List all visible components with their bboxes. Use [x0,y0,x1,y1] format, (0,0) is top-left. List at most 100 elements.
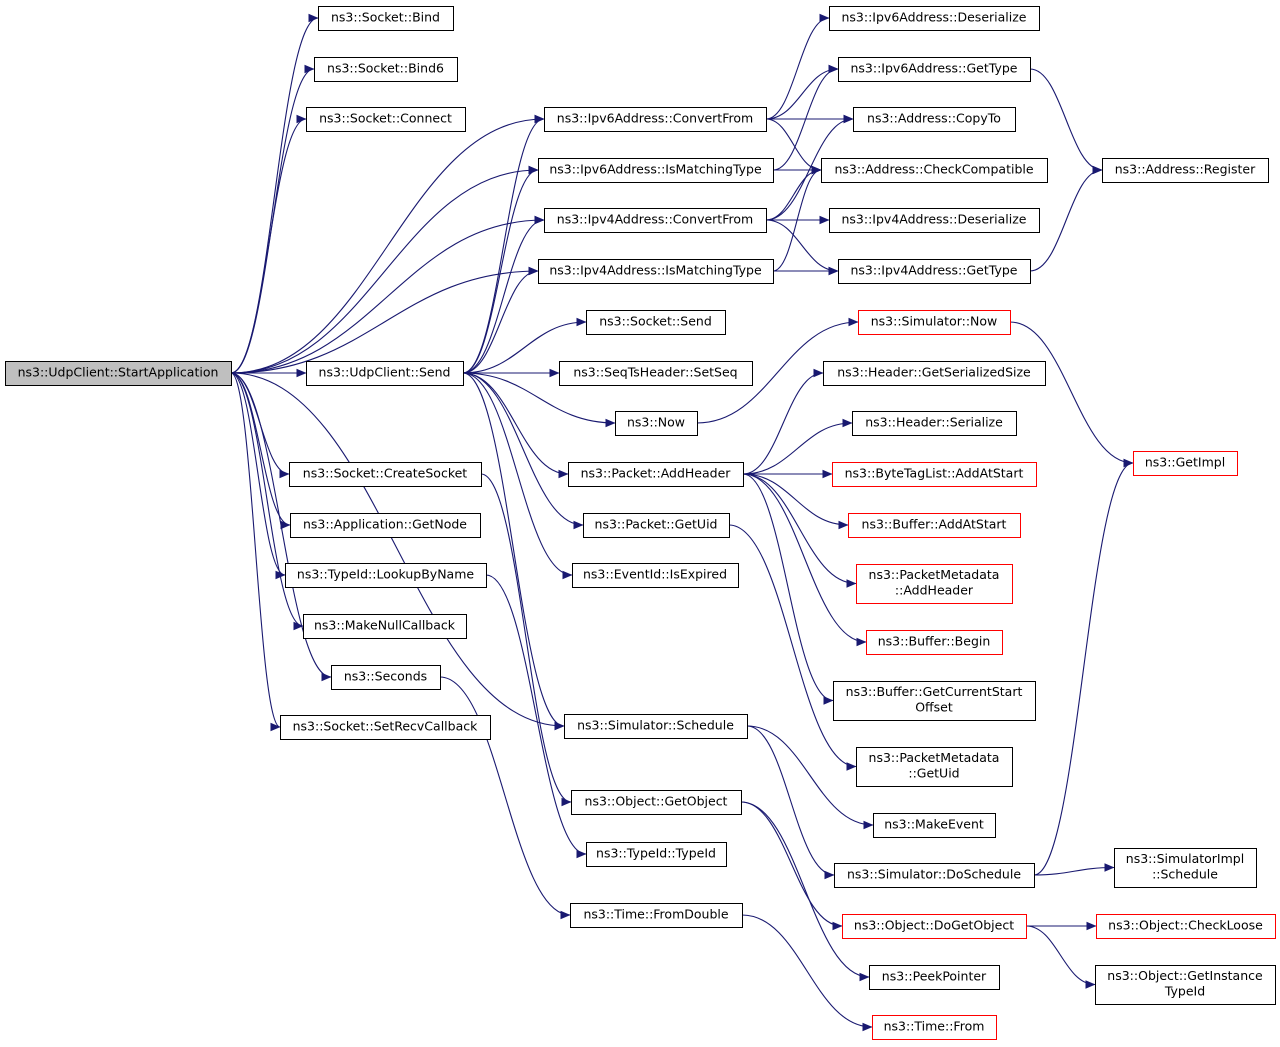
node-ns3-object-dogetobject[interactable]: ns3::Object::DoGetObject [842,914,1027,939]
node-label: ns3::Socket::SetRecvCallback [293,718,478,733]
node-ns3-application-getnode[interactable]: ns3::Application::GetNode [290,513,481,538]
node-ns3-ipv4address-gettype[interactable]: ns3::Ipv4Address::GetType [838,259,1031,284]
node-ns3-seqtsheader-setseq[interactable]: ns3::SeqTsHeader::SetSeq [559,361,753,386]
node-ns3-time-fromdouble[interactable]: ns3::Time::FromDouble [570,903,743,928]
node-label: ns3::Time::From [884,1018,985,1033]
node-ns3-seconds[interactable]: ns3::Seconds [331,665,441,690]
node-label: ns3::MakeEvent [884,816,984,831]
node-ns3-object-checkloose[interactable]: ns3::Object::CheckLoose [1096,914,1276,939]
node-ns3-eventid-isexpired[interactable]: ns3::EventId::IsExpired [572,563,739,588]
node-label: ns3::Simulator::Schedule [577,717,734,732]
node-ns3-simulator-doschedule[interactable]: ns3::Simulator::DoSchedule [834,863,1035,888]
node-ns3-packetmetadata-getuid[interactable]: ns3::PacketMetadata::GetUid [856,747,1013,787]
node-ns3-peekpointer[interactable]: ns3::PeekPointer [869,965,1000,990]
node-ns3-udpclient-send[interactable]: ns3::UdpClient::Send [306,361,464,386]
node-ns3-ipv6address-convertfrom[interactable]: ns3::Ipv6Address::ConvertFrom [544,107,767,132]
node-ns3-header-serialize[interactable]: ns3::Header::Serialize [852,411,1017,436]
node-ns3-address-checkcompatible[interactable]: ns3::Address::CheckCompatible [821,158,1048,183]
node-label: ns3::TypeId::TypeId [596,845,716,860]
node-box [615,411,698,436]
node-box [821,158,1048,183]
node-label: ns3::Socket::Send [599,313,712,328]
node-ns3-buffer-begin[interactable]: ns3::Buffer::Begin [866,630,1003,655]
node-ns3-bytetaglist-addatstart[interactable]: ns3::ByteTagList::AddAtStart [832,462,1037,487]
node-label: ns3::EventId::IsExpired [583,566,727,581]
edge-send-to-isexpired [462,372,573,580]
node-ns3-simulator-schedule[interactable]: ns3::Simulator::Schedule [564,714,748,739]
edge-doschedule-to-simimplsched [1033,863,1115,876]
node-ns3-ipv6address-ismatchingtype[interactable]: ns3::Ipv6Address::IsMatchingType [538,158,774,183]
node-ns3-makenullcallback[interactable]: ns3::MakeNullCallback [303,614,467,639]
node-ns3-typeid-typeid[interactable]: ns3::TypeId::TypeId [586,842,727,867]
node-label: ns3::PeekPointer [882,968,987,983]
node-label: ns3::Application::GetNode [303,516,467,531]
edge-ipv4convert-to-ipv4gettype [765,219,839,276]
node-ns3-simulator-now[interactable]: ns3::Simulator::Now [858,310,1011,335]
node-label: ns3::Object::GetObject [585,793,728,808]
node-ns3-getimpl[interactable]: ns3::GetImpl [1133,451,1238,476]
node-label: ns3::Ipv4Address::ConvertFrom [557,211,753,226]
node-ns3-ipv4address-deserialize[interactable]: ns3::Ipv4Address::Deserialize [829,208,1040,233]
edges-layer [230,13,1134,1032]
node-ns3-now[interactable]: ns3::Now [615,411,698,436]
edge-doschedule-to-getimpl [1033,458,1134,876]
edge-send-to-schedule [462,372,565,731]
node-label: ns3::Simulator::Now [871,313,998,328]
node-box [1114,848,1257,888]
node-label: Offset [915,700,953,715]
node-ns3-object-getobject[interactable]: ns3::Object::GetObject [571,790,742,815]
edge-getuid-to-pmgetuid [728,524,857,771]
node-ns3-packet-addheader[interactable]: ns3::Packet::AddHeader [568,462,744,487]
edge-ipv4convert-to-copyto [765,114,854,221]
edge-send-to-now [462,372,616,428]
edge-ipv4gettype-to-register [1029,165,1103,272]
node-ns3-typeid-lookupbyname[interactable]: ns3::TypeId::LookupByName [285,563,487,588]
node-label: ::Schedule [1152,867,1218,882]
node-ns3-makeevent[interactable]: ns3::MakeEvent [873,813,996,838]
node-box [314,57,458,82]
node-ns3-buffer-addatstart[interactable]: ns3::Buffer::AddAtStart [848,513,1021,538]
node-ns3-socket-bind[interactable]: ns3::Socket::Bind [318,6,454,31]
node-ns3-packet-getuid[interactable]: ns3::Packet::GetUid [583,513,730,538]
edge-root-to-ipv4match [230,266,539,374]
node-ns3-ipv6address-deserialize[interactable]: ns3::Ipv6Address::Deserialize [829,6,1040,31]
node-label: ns3::Header::GetSerializedSize [837,364,1031,379]
node-label: ns3::Seconds [344,668,427,683]
node-ns3-socket-createsocket[interactable]: ns3::Socket::CreateSocket [289,462,482,487]
node-box [564,714,748,739]
edge-lookupbyname-to-typeid [485,574,587,859]
node-label: ns3::Ipv4Address::Deserialize [842,211,1027,226]
node-ns3-simulatorimpl-schedule[interactable]: ns3::SimulatorImpl::Schedule [1114,848,1257,888]
node-label: ns3::Time::FromDouble [583,906,728,921]
edge-root-to-makenullcb [230,372,304,631]
node-ns3-socket-send[interactable]: ns3::Socket::Send [586,310,726,335]
node-ns3-udpclient-startapplication[interactable]: ns3::UdpClient::StartApplication [5,361,232,386]
node-ns3-socket-setrecvcallback[interactable]: ns3::Socket::SetRecvCallback [280,715,491,740]
node-box [570,903,743,928]
node-ns3-ipv6address-gettype[interactable]: ns3::Ipv6Address::GetType [838,57,1031,82]
edge-send-to-ipv6convert [462,114,545,374]
node-ns3-address-copyto[interactable]: ns3::Address::CopyTo [853,107,1016,132]
edge-ipv6gettype-to-register [1029,68,1103,175]
node-box [572,563,739,588]
node-label: ns3::PacketMetadata [869,567,1000,582]
edge-getobject-to-peekpointer [740,801,870,982]
node-ns3-ipv4address-convertfrom[interactable]: ns3::Ipv4Address::ConvertFrom [544,208,767,233]
node-label: ns3::Socket::Bind6 [327,60,444,75]
node-ns3-ipv4address-ismatchingtype[interactable]: ns3::Ipv4Address::IsMatchingType [538,259,774,284]
node-label: ns3::Ipv4Address::IsMatchingType [549,262,762,277]
node-ns3-packetmetadata-addheader[interactable]: ns3::PacketMetadata::AddHeader [856,564,1013,604]
node-ns3-address-register[interactable]: ns3::Address::Register [1102,158,1269,183]
node-label: ns3::ByteTagList::AddAtStart [845,465,1024,480]
node-label: ns3::Socket::Bind [331,9,440,24]
node-label: ns3::Ipv6Address::GetType [851,60,1018,75]
node-box [833,681,1036,721]
node-ns3-time-from[interactable]: ns3::Time::From [872,1015,997,1040]
node-ns3-socket-bind6[interactable]: ns3::Socket::Bind6 [314,57,458,82]
edge-getobject-to-dogetobject [740,801,843,931]
node-ns3-socket-connect[interactable]: ns3::Socket::Connect [306,107,466,132]
node-ns3-header-getserializedsize[interactable]: ns3::Header::GetSerializedSize [823,361,1046,386]
